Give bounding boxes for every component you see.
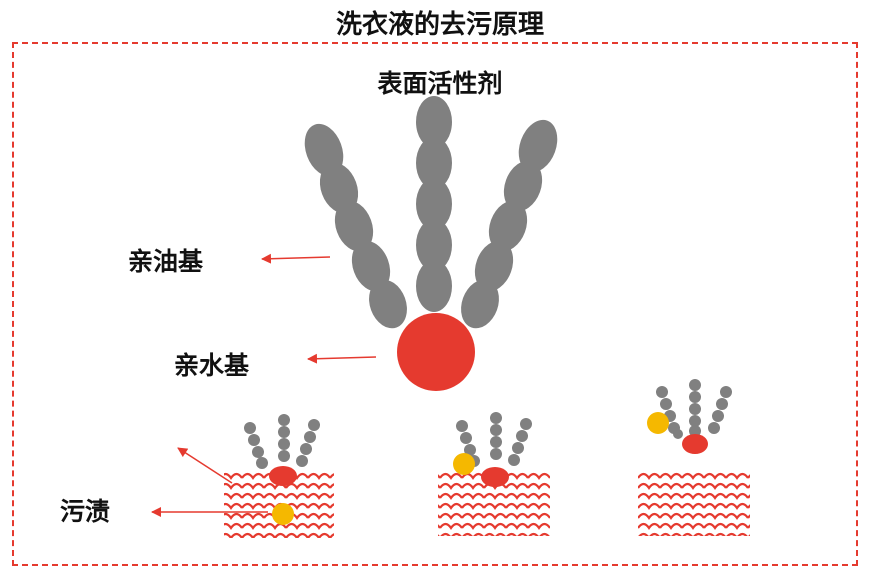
- fabric-3: [638, 472, 750, 536]
- lipophilic-tail-left: [304, 123, 407, 329]
- lipophilic-arrow: [261, 253, 331, 264]
- head-2: [481, 467, 509, 487]
- stage-2: [438, 412, 550, 536]
- stage-3: [638, 379, 750, 536]
- fabric-arrow: [177, 447, 233, 484]
- stain-dot-2: [453, 453, 475, 475]
- head-1: [269, 466, 297, 486]
- page-title: 洗衣液的去污原理: [335, 10, 544, 40]
- small-surfactant-2: [456, 412, 532, 467]
- small-surfactant-3: [656, 379, 732, 439]
- dashed-frame: [12, 42, 858, 566]
- head-3: [682, 434, 708, 454]
- stain-dot-1: [272, 503, 294, 525]
- stain-label: 污渍: [60, 497, 111, 526]
- hydrophilic-arrow: [307, 353, 377, 364]
- large-surfactant-molecule: [304, 96, 558, 391]
- hydrophilic-head: [397, 313, 475, 391]
- lipophilic-label: 亲油基: [128, 247, 204, 276]
- surfactant-label: 表面活性剂: [377, 69, 503, 98]
- stain-dot-3: [647, 412, 669, 434]
- stage-1: [224, 414, 334, 538]
- lipophilic-tail-middle: [416, 96, 452, 312]
- small-surfactant-1: [244, 414, 320, 469]
- lipophilic-tail-right: [461, 119, 558, 329]
- hydrophilic-label: 亲水基: [174, 351, 250, 380]
